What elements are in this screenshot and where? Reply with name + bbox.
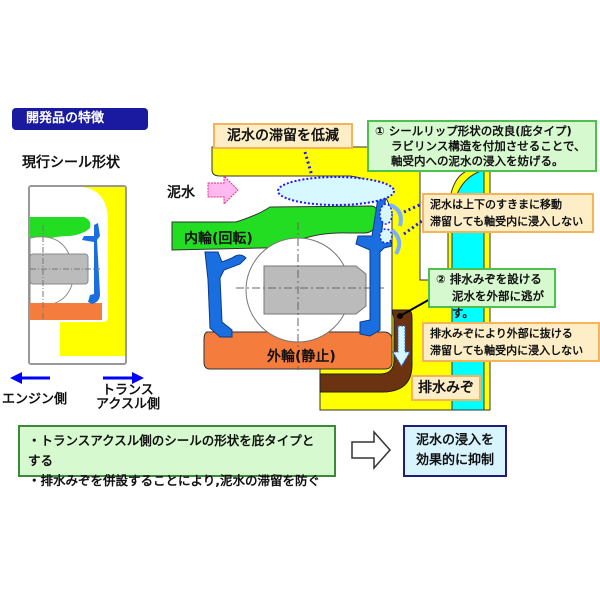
move-line2: 滞留しても軸受内に浸入しない <box>430 215 584 228</box>
result-arrow-icon <box>351 430 392 470</box>
stagnant-water-area <box>277 176 395 206</box>
section-title-badge: 開発品の特徴 <box>12 108 148 130</box>
improve-line3: 軸受内への泥水の浸入を妨げる。 <box>391 154 564 168</box>
move-line1: 泥水は上下のすきまに移動 <box>430 198 562 211</box>
result-line1: 泥水の浸入を <box>415 433 494 448</box>
outer-ring-label: 外輪(静止) <box>267 349 336 365</box>
drain-line1: ② 排水みぞを設ける <box>436 272 542 286</box>
roller <box>263 265 367 315</box>
drain-groove-label: 排水みぞ <box>411 375 481 401</box>
callout-water-moves: 泥水は上下のすきまに移動 滞留しても軸受内に浸入しない <box>422 193 594 233</box>
arrow-right-icon <box>132 372 144 384</box>
result-line2: 効果的に抑制 <box>415 453 494 468</box>
engine-side-label: エンジン側 <box>2 392 68 407</box>
callout-drain-groove: ② 排水みぞを設ける 泥水を外部に逃がす。 <box>428 268 556 320</box>
callout-reduce-stagnation: 泥水の滞留を低減 <box>213 123 353 149</box>
drain-leader <box>399 297 433 317</box>
current-seal-diagram <box>28 185 127 365</box>
direction-arrows <box>10 372 144 384</box>
reduce-leader <box>303 151 314 177</box>
mud-water-arrow <box>207 174 239 206</box>
outer-ring <box>30 303 102 320</box>
seal-lip <box>82 223 100 304</box>
summary-point-1: ・トランスアクスル側のシールの形状を庇タイプとする <box>28 433 315 468</box>
current-seal-label: 現行シール形状 <box>22 155 120 171</box>
drain-groove <box>319 309 413 393</box>
flow-arrow-up <box>389 203 403 227</box>
inner-ring-label: 内輪(回転) <box>184 231 253 247</box>
drain-line2: 泥水を外部に逃がす。 <box>452 289 544 320</box>
arrow-left-icon <box>10 372 22 384</box>
transaxle-side-label: トランス アクスル側 <box>96 384 160 412</box>
flow-arrow-down <box>390 228 402 255</box>
inner-ring <box>30 217 91 240</box>
summary-points-box: ・トランスアクスル側のシールの形状を庇タイプとする ・排水みぞを併設することによ… <box>18 425 336 488</box>
callout-seal-lip-improvement: ① シールリップ形状の改良(庇タイプ) ラビリンス構造を付加させることで、 軸受… <box>367 120 597 172</box>
improve-line1: ① シールリップ形状の改良(庇タイプ) <box>375 124 572 138</box>
transaxle-line2: アクスル側 <box>96 397 160 412</box>
escape-line1: 排水みぞにより外部に抜ける <box>430 327 573 340</box>
result-box: 泥水の浸入を 効果的に抑制 <box>403 425 507 477</box>
callout-water-escapes: 排水みぞにより外部に抜ける 滞留しても軸受内に浸入しない <box>422 322 600 362</box>
drain-flow-arrow <box>392 325 411 367</box>
transaxle-line1: トランス <box>102 383 154 398</box>
improve-line2: ラビリンス構造を付加させることで、 <box>391 139 586 153</box>
mud-water-label: 泥水 <box>167 185 195 201</box>
summary-point-2: ・排水みぞを併設することにより,泥水の滞留を防ぐ <box>28 473 320 488</box>
engine-side-seal <box>204 251 247 338</box>
housing-yellow <box>30 187 125 356</box>
escape-line2: 滞留しても軸受内に浸入しない <box>430 344 584 357</box>
